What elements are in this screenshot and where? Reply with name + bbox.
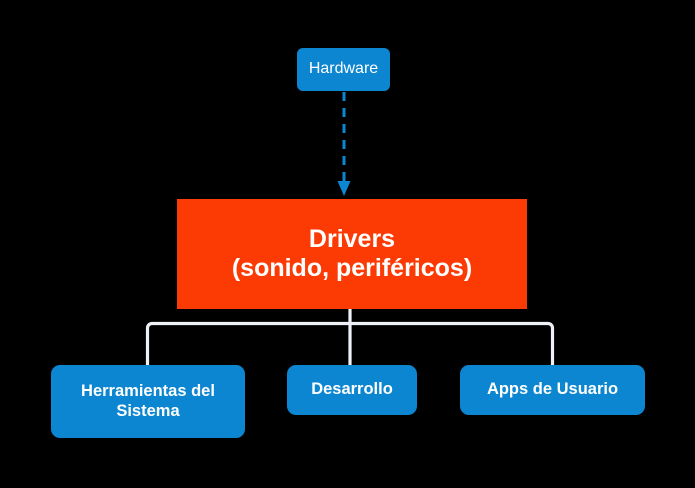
connector-arm-left [145,321,350,365]
connector-drivers-to-children [145,309,555,365]
node-drivers-label-line2: (sonido, periféricos) [231,254,473,282]
node-hardware[interactable]: Hardware [297,48,390,91]
connector-hardware-to-drivers [337,92,351,196]
node-user-apps-label: Apps de Usuario [486,380,619,399]
node-drivers[interactable]: Drivers (sonido, periféricos) [177,199,527,309]
node-development-label: Desarrollo [311,380,393,399]
node-system-tools-label: Herramientas del Sistema [81,382,215,420]
node-user-apps[interactable]: Apps de Usuario [460,365,645,415]
node-system-tools[interactable]: Herramientas del Sistema [51,365,245,438]
down-arrow-icon [337,181,351,196]
node-drivers-label-line1: Drivers [308,224,396,253]
node-hardware-label: Hardware [308,60,379,78]
connector-arm-right [350,321,555,365]
node-development[interactable]: Desarrollo [287,365,417,415]
